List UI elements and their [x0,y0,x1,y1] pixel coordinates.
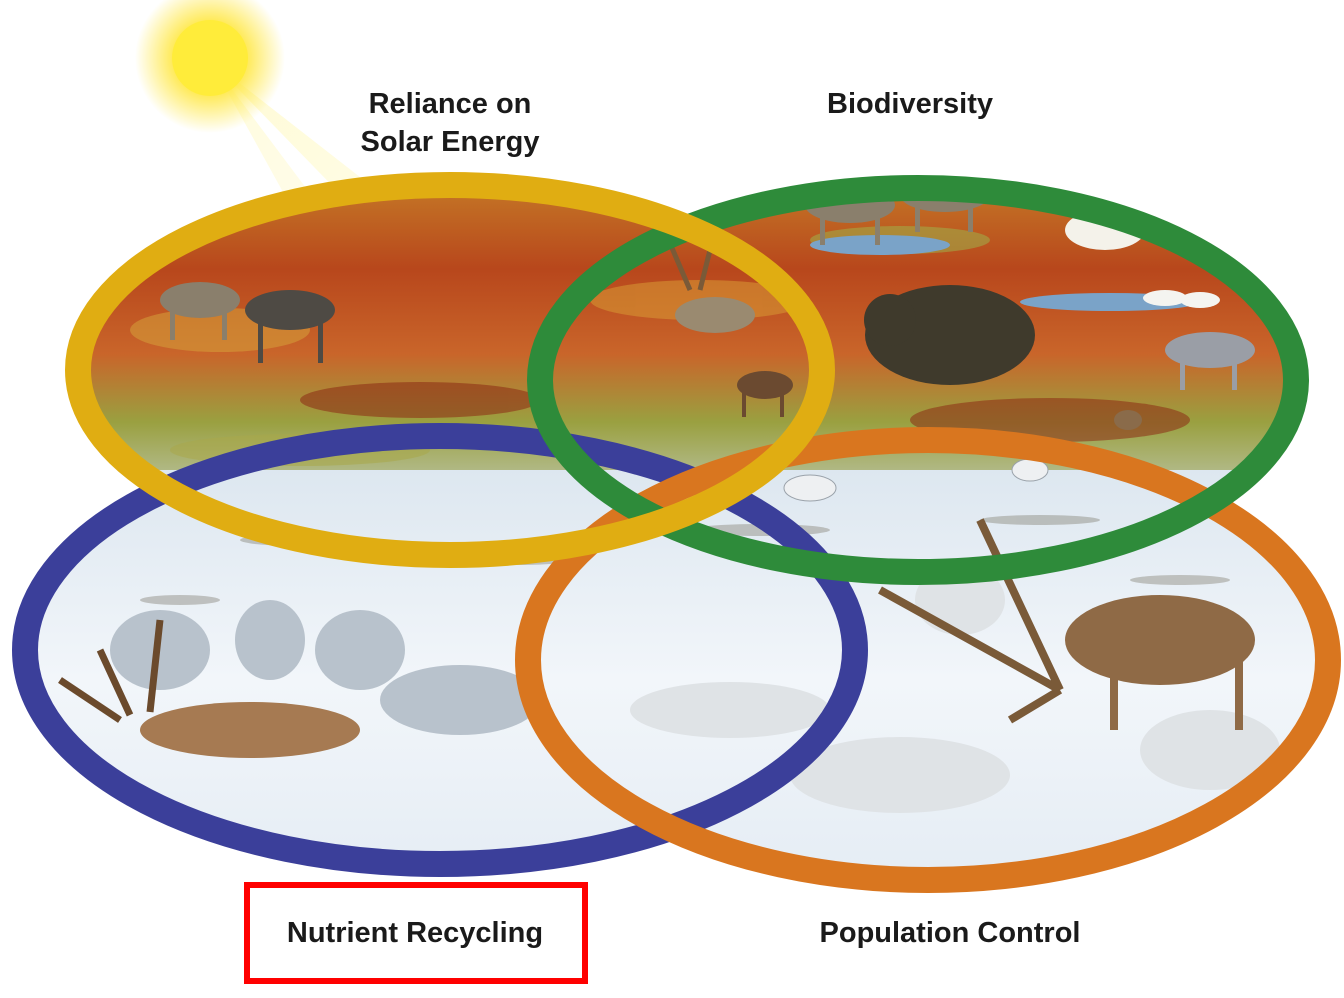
solar-energy-label: Reliance on [368,88,532,120]
biodiversity-ring [527,175,1309,585]
arctic-hares-icon [783,458,1049,502]
nutrient-recycling-label: Nutrient Recycling [286,917,544,949]
wolves-feeding-icon [110,600,540,735]
caribou-defending-icon [878,518,1255,730]
ptarmigan-icon [1114,410,1142,430]
grizzly-bear-icon [864,285,1035,385]
wolf-icon [1165,332,1255,390]
solar-energy-label-line2: Solar Energy [360,126,540,158]
highlight-box [244,882,588,984]
landscape [25,185,1328,880]
swans-icon [1143,290,1220,308]
population-control-label: Population Control [819,917,1081,949]
wolves-hunting-icon [630,565,1280,813]
biodiversity-label: Biodiversity [827,88,993,120]
population-control-ring [515,427,1341,893]
solar-energy-ring [65,172,835,568]
caribou-grazing-icon [160,282,335,363]
nutrient-recycling-ring [12,423,868,877]
fox-icon [737,371,793,417]
rings [12,172,1341,893]
caribou-carcass-icon [58,619,360,758]
